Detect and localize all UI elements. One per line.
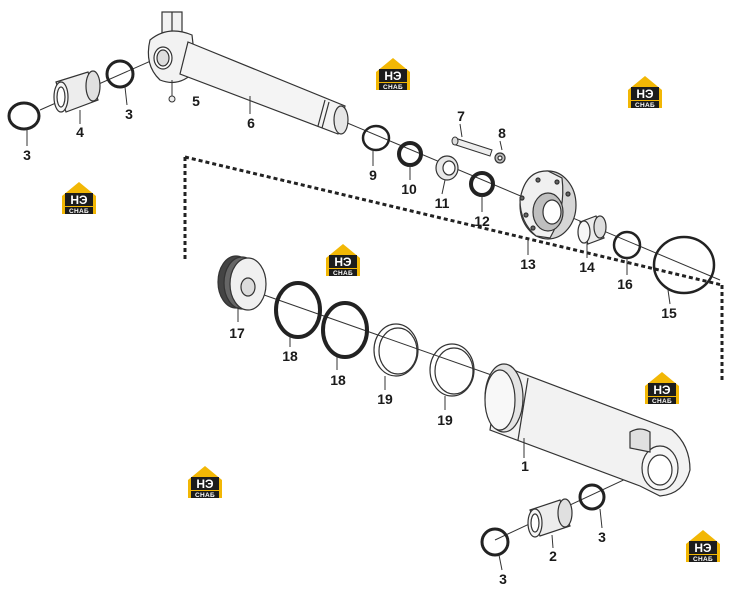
callout-3-left-outer: 3 [23,147,31,163]
watermark-logo-4: НЭ СНАБ [326,244,360,277]
callout-3-bottom-inner: 3 [598,529,606,545]
wiper-11 [435,155,459,181]
callout-11: 11 [435,195,450,211]
ring-10 [397,141,423,167]
svg-text:СНАБ: СНАБ [383,84,403,91]
ring-3-bottom-outer [480,527,510,557]
bushing-14 [577,215,607,245]
piston-rod [179,41,349,135]
callout-16: 16 [617,276,633,292]
bushing-4 [53,70,101,113]
ring-3-left-outer [7,101,41,131]
washer-8 [494,152,506,164]
svg-text:СНАБ: СНАБ [635,102,655,109]
svg-text:СНАБ: СНАБ [195,492,215,499]
callout-8: 8 [498,125,506,141]
gland-13 [519,170,577,240]
cylinder-tube [484,363,691,497]
callout-5: 5 [192,93,200,109]
svg-text:НЭ: НЭ [384,69,402,83]
svg-text:НЭ: НЭ [196,477,214,491]
svg-text:СНАБ: СНАБ [69,208,89,215]
grease-nipple [168,80,176,103]
watermark-logos: НЭ СНАБ НЭ СНАБ НЭ СНАБ НЭ СНАБ НЭ СНАБ … [62,58,720,563]
callout-10: 10 [401,181,417,197]
ring-9 [361,124,391,152]
watermark-logo-1: НЭ СНАБ [376,58,410,91]
svg-text:СНАБ: СНАБ [652,398,672,405]
ring-18-second [321,301,369,359]
callout-3-bottom-outer: 3 [499,571,507,587]
svg-text:НЭ: НЭ [636,87,654,101]
callout-3-left-inner: 3 [125,106,133,122]
watermark-logo-7: НЭ СНАБ [686,530,720,563]
callout-19-first: 19 [377,391,393,407]
bolt-7 [451,136,493,157]
callout-9: 9 [369,167,377,183]
svg-text:НЭ: НЭ [653,383,671,397]
ring-15 [652,235,716,295]
ring-19-second [429,343,475,397]
dashed-assembly-boundary [183,155,724,380]
svg-text:НЭ: НЭ [70,193,88,207]
ring-3-bottom-inner [578,483,606,511]
callout-17: 17 [229,325,245,341]
svg-text:СНАБ: СНАБ [333,270,353,277]
callout-2: 2 [549,548,557,564]
callout-1: 1 [521,458,529,474]
callout-18-first: 18 [282,348,298,364]
callout-14: 14 [579,259,595,275]
ring-3-left-inner [105,59,135,89]
leader-lines [26,86,671,571]
callout-4: 4 [76,124,84,140]
callout-7: 7 [457,108,465,124]
watermark-logo-6: НЭ СНАБ [188,466,222,499]
callout-labels: 1 2 3 3 3 3 4 5 6 7 8 9 10 11 12 13 14 1… [23,93,677,587]
callout-12: 12 [474,213,490,229]
piston-17 [217,255,267,311]
watermark-logo-3: НЭ СНАБ [62,182,96,215]
ring-12 [469,171,495,197]
callout-6: 6 [247,115,255,131]
ring-18-first [274,281,322,339]
ring-19-first [373,323,419,377]
callout-15: 15 [661,305,677,321]
watermark-logo-2: НЭ СНАБ [628,76,662,109]
svg-text:НЭ: НЭ [334,255,352,269]
watermark-logo-5: НЭ СНАБ [645,372,679,405]
svg-text:НЭ: НЭ [694,541,712,555]
callout-18-second: 18 [330,372,346,388]
callout-19-second: 19 [437,412,453,428]
bushing-2 [527,498,573,538]
svg-text:СНАБ: СНАБ [693,556,713,563]
callout-13: 13 [520,256,536,272]
